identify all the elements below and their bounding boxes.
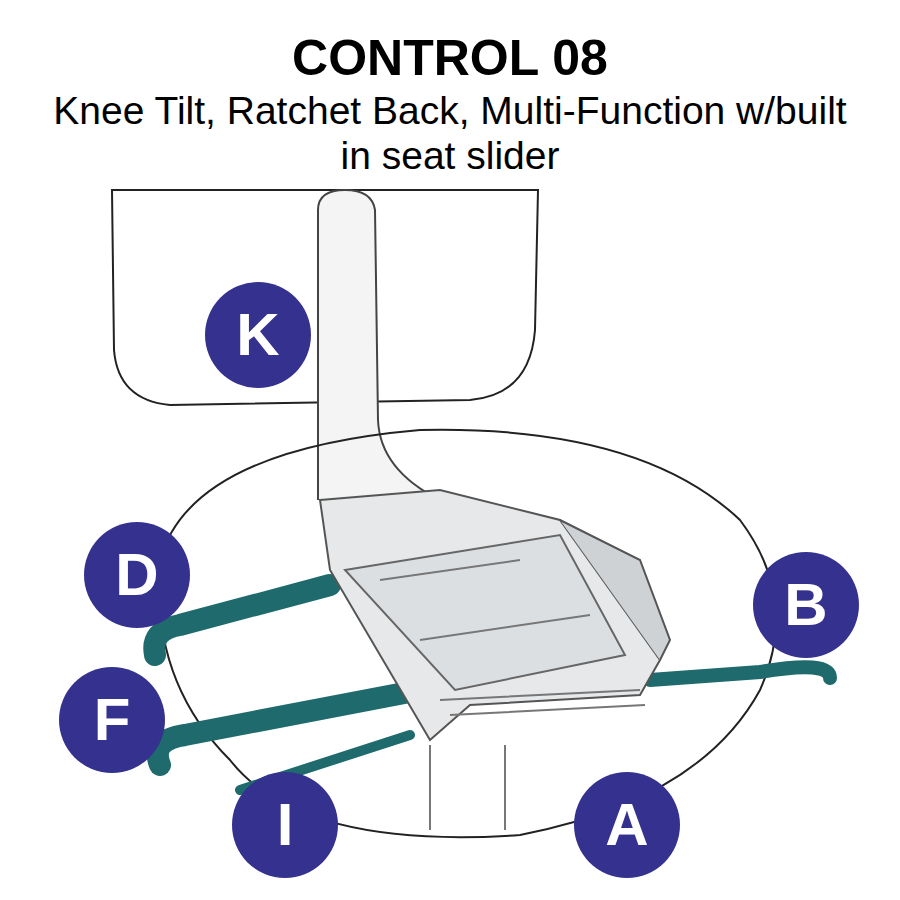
callout-circle: F (59, 667, 165, 773)
callout-letter: B (753, 552, 859, 658)
lever-b (650, 667, 830, 680)
chart-title: CONTROL 08 (0, 28, 900, 88)
callout-letter: F (59, 667, 165, 773)
callout-disc-fill (574, 772, 680, 878)
lever-f (158, 690, 420, 765)
gas-cylinder (430, 745, 505, 830)
callout-disc-fill (753, 552, 859, 658)
callout-circle: A (574, 772, 680, 878)
control-mechanism (320, 490, 660, 740)
seat-outline (159, 430, 776, 837)
back-spine (318, 190, 440, 500)
callout-disc-fill (232, 772, 338, 878)
callout-circle: B (753, 552, 859, 658)
callout-letter: I (232, 772, 338, 878)
callout-letter: K (205, 282, 311, 388)
callout-disc-fill (205, 282, 311, 388)
callout-circle: I (232, 772, 338, 878)
callout-letter: D (84, 522, 190, 628)
mechanism-side (560, 520, 670, 660)
callout-letter: A (574, 772, 680, 878)
callout-disc-fill (84, 522, 190, 628)
callout-circle: D (84, 522, 190, 628)
callout-circle: K (205, 282, 311, 388)
callout-disc-fill (59, 667, 165, 773)
mechanism-plate (345, 535, 625, 690)
subtitle: Knee Tilt, Ratchet Back, Multi-Function … (50, 88, 850, 178)
